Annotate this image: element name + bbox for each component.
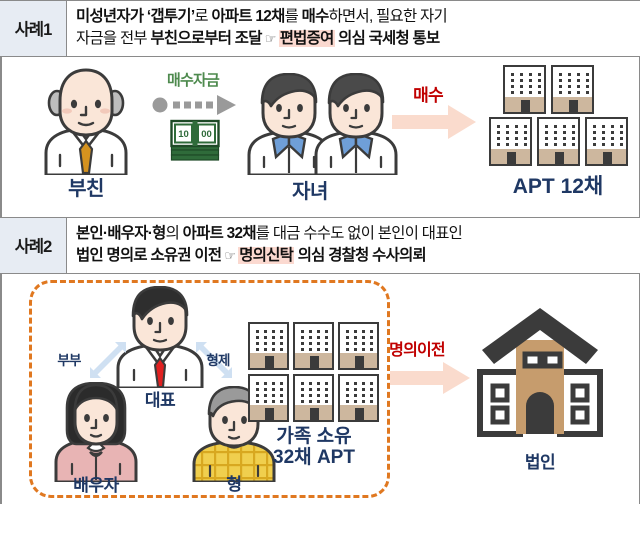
case-2-tag: 사례2 — [0, 217, 67, 273]
text-run-0: 미성년자가 — [76, 8, 147, 25]
text-run-1: ☞ — [224, 247, 236, 263]
label-father: 부친 — [68, 177, 104, 200]
money-stack-icon: 10 00 — [170, 119, 220, 166]
case-1-text: 미성년자가 ‘갭투기’로 아파트 12채를 매수하면서, 필요한 자기 자금을 … — [67, 1, 640, 56]
person-spouse — [50, 381, 142, 482]
money-right-text: 00 — [201, 129, 212, 140]
money-left-text: 10 — [178, 129, 189, 140]
case-1-line-2: 자금을 전부 부친으로부터 조달☞편법증여 의심 국세청 통보 — [76, 28, 633, 50]
text-run-2: 로 — [194, 8, 212, 25]
label-purchase-flow: 매수 — [413, 85, 443, 105]
family-group-box — [29, 279, 390, 498]
case-2-line-1: 본인·배우자·형의 아파트 32채를 대금 수수도 없이 본인이 대표인 — [76, 223, 633, 245]
text-run-4: 를 — [284, 8, 302, 25]
person-father — [36, 67, 136, 175]
person-representative — [112, 285, 208, 388]
caption-apt-case1: APT 12채 — [512, 174, 604, 198]
caption-apt-case2: 가족 소유 32채 APT — [273, 426, 355, 469]
text-run-3: 아파트 12채 — [211, 8, 285, 25]
case-1-header: 사례1 미성년자가 ‘갭투기’로 아파트 12채를 매수하면서, 필요한 자기 … — [0, 0, 640, 57]
label-spouse: 배우자 — [73, 475, 119, 495]
case-1-scene: 부친 매수자금 — [0, 56, 640, 217]
text-run-1: 의 — [165, 224, 183, 242]
case-1-block: 사례1 미성년자가 ‘갭투기’로 아파트 12채를 매수하면서, 필요한 자기 … — [0, 0, 640, 217]
apt-building — [293, 321, 334, 370]
scene-1-left-rule — [0, 56, 2, 217]
case-2-scene: 대표 부부 형제 — [0, 273, 640, 504]
text-run-2: 아파트 32채 — [182, 224, 257, 242]
apt-building — [248, 321, 289, 370]
text-run-6: 하면서, 필요한 자기 — [328, 8, 448, 25]
case-2-text: 본인·배우자·형의 아파트 32채를 대금 수수도 없이 본인이 대표인 법인 … — [67, 218, 640, 273]
text-run-1: ‘갭투기’ — [146, 8, 195, 25]
case-1-tag: 사례1 — [0, 1, 67, 56]
apt-building — [551, 64, 594, 114]
text-run-0: 자금을 전부 — [76, 29, 151, 47]
scene-1-right-rule — [638, 56, 640, 217]
person-brother — [188, 385, 280, 482]
text-run-3: 의심 경찰청 수사의뢰 — [294, 246, 427, 264]
label-brother: 형 — [226, 474, 242, 494]
couple-relation-arrow — [88, 340, 130, 387]
text-run-0: 본인·배우자·형 — [76, 224, 166, 242]
scene-2-right-rule — [638, 273, 640, 504]
text-run-3: 편법증여 — [278, 29, 335, 47]
apt-building — [293, 373, 334, 422]
apt-building — [248, 373, 289, 422]
apt-building — [338, 321, 379, 370]
label-corporation: 법인 — [524, 452, 556, 472]
sibling-relation-arrow — [192, 340, 234, 387]
apt-building — [503, 64, 546, 114]
corporation-building-icon — [474, 302, 606, 447]
person-child-1 — [243, 72, 335, 175]
label-couple-relation: 부부 — [57, 352, 81, 368]
purchase-arrow — [392, 104, 476, 144]
label-representative: 대표 — [144, 390, 176, 410]
person-child-2 — [310, 72, 402, 175]
case-2-line-2: 법인 명의로 소유권 이전☞명의신탁 의심 경찰청 수사의뢰 — [76, 245, 633, 267]
transfer-arrow — [390, 361, 470, 399]
text-run-2: 명의신탁 — [238, 246, 295, 264]
apt-building — [489, 116, 532, 166]
text-run-3: 를 대금 수수도 없이 본인이 대표인 — [255, 224, 463, 242]
case-1-line-1: 미성년자가 ‘갭투기’로 아파트 12채를 매수하면서, 필요한 자기 — [76, 6, 633, 28]
text-run-2: ☞ — [264, 30, 277, 46]
text-run-5: 매수 — [301, 8, 330, 25]
text-run-1: 부친으로부터 조달 — [150, 29, 262, 47]
apt-building — [338, 373, 379, 422]
apt-building — [585, 116, 628, 166]
case-2-header: 사례2 본인·배우자·형의 아파트 32채를 대금 수수도 없이 본인이 대표인… — [0, 216, 640, 274]
case-2-block: 사례2 본인·배우자·형의 아파트 32채를 대금 수수도 없이 본인이 대표인… — [0, 216, 640, 504]
caption-apt-case2-line1: 가족 소유 — [276, 425, 352, 447]
label-fund-flow: 매수자금 — [166, 71, 220, 89]
label-children: 자녀 — [292, 180, 328, 203]
label-sibling-relation: 형제 — [206, 352, 230, 368]
fund-arrow-dotted — [152, 94, 236, 120]
text-run-0: 법인 명의로 소유권 이전 — [76, 246, 222, 264]
text-run-4: 의심 국세청 통보 — [334, 29, 440, 47]
label-transfer-flow: 명의이전 — [389, 341, 445, 359]
apt-building — [537, 116, 580, 166]
scene-2-left-rule — [0, 273, 2, 504]
caption-apt-case2-line2: 32채 APT — [273, 446, 355, 468]
